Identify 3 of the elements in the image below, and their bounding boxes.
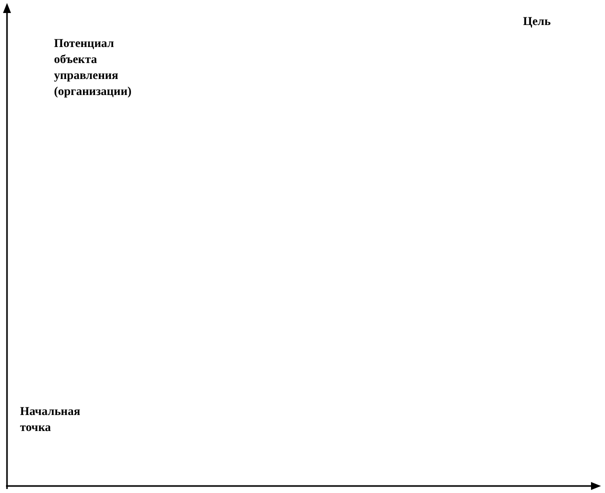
goal-label: Цель [523, 13, 551, 29]
y-axis-label: Потенциал объекта управления (организации) [54, 35, 133, 99]
start-point-label: Начальная точка [20, 403, 82, 435]
